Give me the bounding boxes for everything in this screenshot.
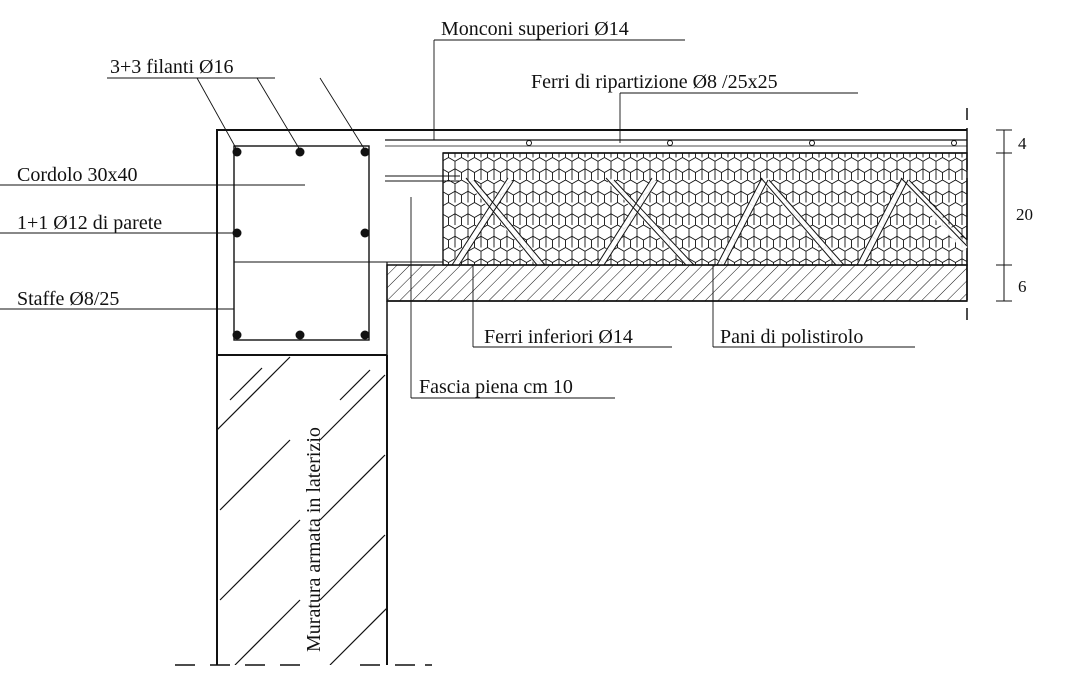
- top-slab-reinforcement: [385, 139, 967, 147]
- label-monconi: Monconi superiori Ø14: [441, 18, 629, 40]
- dim-bottom-slab: 6: [1018, 277, 1027, 296]
- dim-polystyrene: 20: [1016, 205, 1033, 224]
- label-cordolo: Cordolo 30x40: [17, 164, 138, 186]
- label-fascia: Fascia piena cm 10: [419, 376, 573, 398]
- dim-top-slab: 4: [1018, 134, 1027, 153]
- leader-lines: [0, 39, 915, 399]
- label-muratura: Muratura armata in laterizio: [303, 427, 325, 652]
- dimension-line: [996, 129, 1012, 302]
- label-filanti: 3+3 filanti Ø16: [110, 56, 234, 78]
- masonry-wall: [175, 355, 432, 666]
- label-ripartizione: Ferri di ripartizione Ø8 /25x25: [531, 71, 778, 93]
- label-ferri-inferiori: Ferri inferiori Ø14: [484, 326, 633, 348]
- stirrup: [233, 145, 370, 341]
- label-parete: 1+1 Ø12 di parete: [17, 212, 162, 234]
- bottom-slab: [386, 264, 968, 302]
- rebar-dots: [232, 147, 370, 340]
- label-staffe: Staffe Ø8/25: [17, 288, 119, 310]
- label-polistirolo: Pani di polistirolo: [720, 326, 863, 348]
- polystyrene-blocks: [442, 152, 968, 266]
